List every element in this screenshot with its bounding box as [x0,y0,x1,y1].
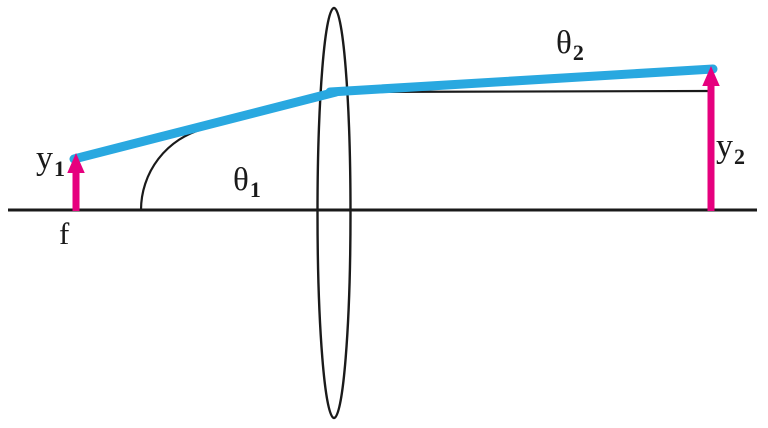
object-arrow-y1 [67,153,85,211]
label-y2-subscript: 2 [734,143,745,169]
lens-outline [316,6,352,420]
image-arrow-y2 [702,66,720,211]
label-theta1-subscript: 1 [249,176,261,202]
label-y2-base: y [716,128,733,165]
label-y1-subscript: 1 [54,155,65,181]
label-y2: y2 [716,130,745,168]
label-theta1: θ1 [233,163,261,201]
label-y1-base: y [36,140,53,177]
label-theta2: θ2 [556,26,584,64]
label-focal-length: f [59,216,70,251]
ray-outgoing [325,64,718,97]
ray-incoming [69,87,341,164]
label-theta2-base: θ [556,25,572,61]
label-y1: y1 [36,142,65,180]
label-theta1-base: θ [233,162,249,198]
label-theta2-subscript: 2 [572,39,584,65]
